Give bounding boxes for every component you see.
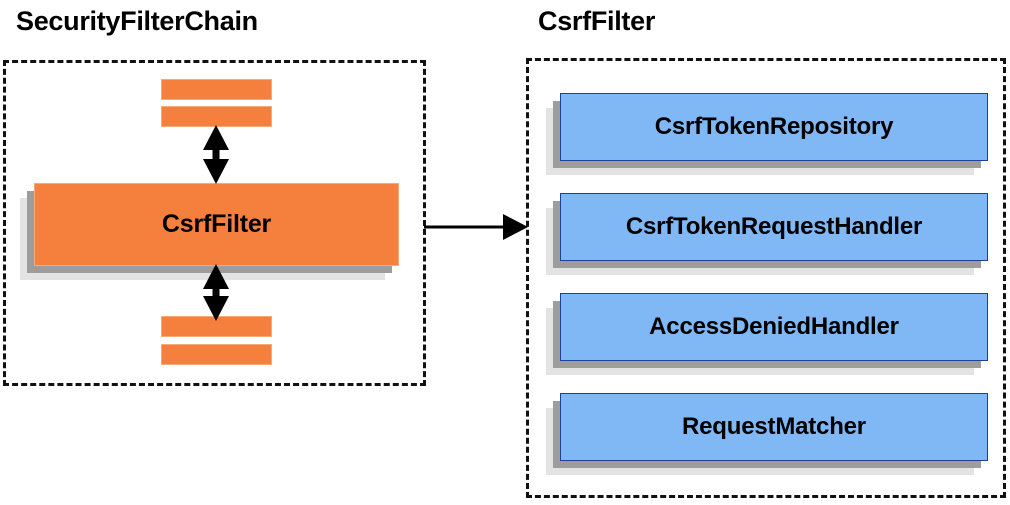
filter-strip-above-2 — [161, 106, 272, 127]
group-security-filter-chain — [3, 60, 426, 386]
filter-strip-below-2 — [161, 344, 272, 365]
node-request-matcher-label: RequestMatcher — [682, 413, 866, 440]
filter-strip-above-1 — [161, 79, 272, 100]
node-csrf-token-repository-label: CsrfTokenRepository — [654, 113, 894, 140]
node-csrffilter[interactable]: CsrfFilter — [34, 183, 399, 266]
group-csrf-filter-collaborators — [526, 58, 1006, 498]
node-csrf-token-request-handler-label: CsrfTokenRequestHandler — [625, 213, 923, 240]
node-access-denied-handler-label: AccessDeniedHandler — [649, 313, 899, 340]
node-request-matcher[interactable]: RequestMatcher — [560, 393, 988, 461]
node-csrf-token-repository[interactable]: CsrfTokenRepository — [560, 93, 988, 161]
node-csrffilter-label: CsrfFilter — [161, 210, 272, 238]
page-title-csrf-filter: CsrfFilter — [538, 6, 656, 36]
node-access-denied-handler[interactable]: AccessDeniedHandler — [560, 293, 988, 361]
filter-strip-below-1 — [161, 316, 272, 337]
page-title-security-filter-chain: SecurityFilterChain — [16, 6, 258, 36]
node-csrf-token-request-handler[interactable]: CsrfTokenRequestHandler — [560, 193, 988, 261]
left-to-right-expansion-arrow-icon — [424, 214, 528, 240]
